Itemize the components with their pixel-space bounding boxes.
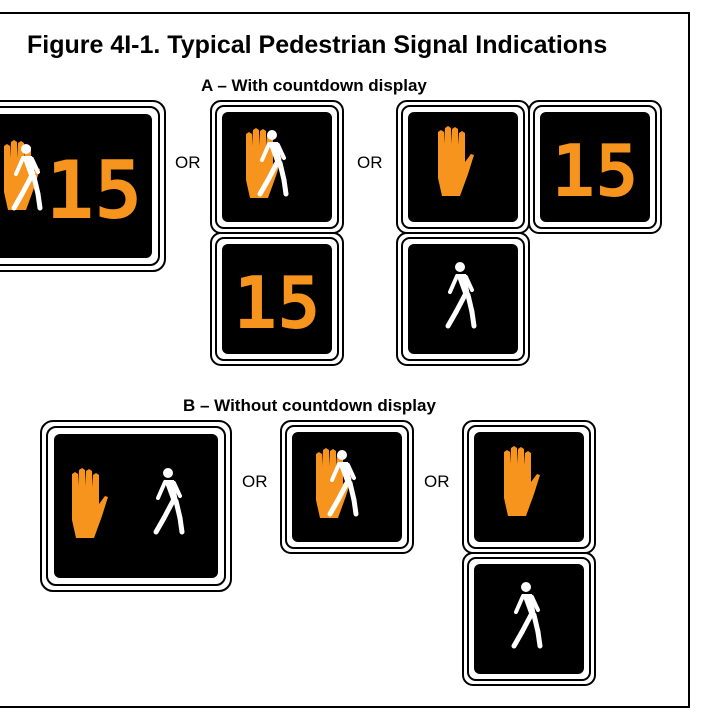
signal-b-walk xyxy=(462,552,596,686)
or-label-a2: OR xyxy=(357,153,383,172)
signal-a-countdown-below: 15 xyxy=(210,232,344,366)
walking-person-icon xyxy=(257,130,289,197)
walking-person-icon xyxy=(445,262,477,329)
countdown-digits: 15 xyxy=(552,129,639,213)
signal-b-combined xyxy=(40,420,232,592)
section-a-label: A – With countdown display xyxy=(201,76,427,95)
figure-title: Figure 4I-1. Typical Pedestrian Signal I… xyxy=(27,31,608,59)
or-label-a1: OR xyxy=(175,153,201,172)
or-label-b2: OR xyxy=(424,472,450,491)
section-b-label: B – Without countdown display xyxy=(183,396,436,415)
hand-icon xyxy=(72,468,108,538)
signal-a-combined-countdown: 15 xyxy=(0,100,166,272)
signal-b-overlay xyxy=(280,420,414,554)
walking-person-icon xyxy=(327,450,359,517)
frame-right-border xyxy=(688,12,690,708)
signal-a-hand xyxy=(396,100,530,234)
countdown-digits: 15 xyxy=(46,144,142,237)
walking-person-icon xyxy=(11,144,43,211)
signal-b-hand xyxy=(462,420,596,554)
frame-top-border xyxy=(0,12,690,14)
hand-icon xyxy=(438,126,474,196)
or-label-b1: OR xyxy=(242,472,268,491)
countdown-digits: 15 xyxy=(234,261,321,345)
signal-a-walk xyxy=(396,232,530,366)
frame-bottom-border xyxy=(0,706,690,708)
hand-icon xyxy=(504,446,540,516)
walking-person-icon xyxy=(153,468,185,535)
signal-a-overlay xyxy=(210,100,344,234)
walking-person-icon xyxy=(511,582,543,649)
signal-a-countdown-right: 15 xyxy=(528,100,662,234)
